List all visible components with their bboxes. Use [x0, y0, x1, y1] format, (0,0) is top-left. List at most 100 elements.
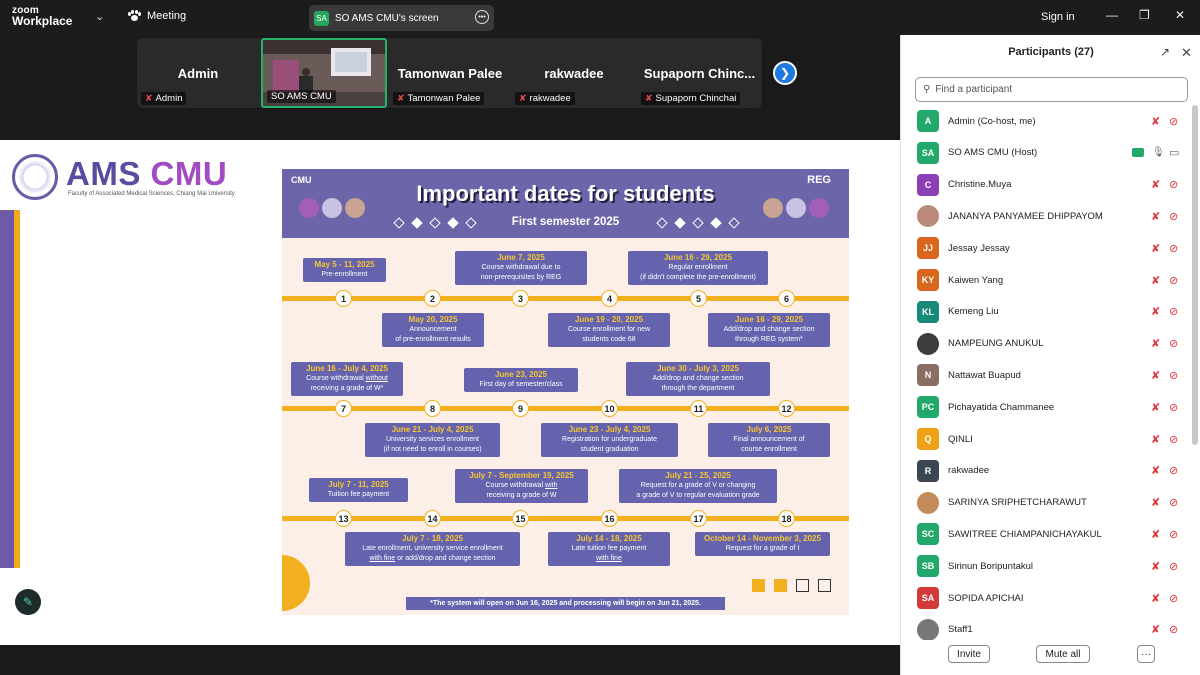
- video-off-icon[interactable]: ⊘: [1169, 338, 1179, 351]
- video-off-icon[interactable]: ⊘: [1169, 624, 1179, 637]
- event-date: June 23 - July 4, 2025: [568, 425, 651, 434]
- mic-off-icon[interactable]: ✘: [1151, 338, 1161, 351]
- participant-name: Kemeng Liu: [948, 306, 999, 318]
- mic-off-icon[interactable]: ✘: [1151, 274, 1161, 287]
- event-box: June 16 - 29, 2025 Add/drop and change s…: [708, 313, 830, 347]
- mic-off-icon[interactable]: ✘: [1151, 560, 1161, 573]
- share-title: SO AMS CMU's screen: [335, 12, 439, 24]
- event-date: July 7 - 11, 2025: [328, 480, 389, 489]
- mute-all-button[interactable]: Mute all: [1036, 645, 1090, 663]
- more-options-button[interactable]: ···: [1137, 645, 1155, 663]
- decor-square: [818, 579, 831, 592]
- video-off-icon[interactable]: ⊘: [1169, 497, 1179, 510]
- mic-off-icon[interactable]: ✘: [1151, 401, 1161, 414]
- event-box: May 20, 2025 Announcement of pre-enrollm…: [382, 313, 484, 347]
- mic-off-icon[interactable]: ✘: [1151, 210, 1161, 223]
- mic-off-icon[interactable]: ✘: [1151, 497, 1161, 510]
- video-off-icon[interactable]: ⊘: [1169, 274, 1179, 287]
- close-icon[interactable]: ✕: [1175, 8, 1186, 22]
- video-off-icon[interactable]: ⊘: [1169, 179, 1179, 192]
- tile-label-text: rakwadee: [529, 93, 571, 104]
- participant-search-input[interactable]: ⚲ Find a participant: [915, 77, 1188, 102]
- close-panel-icon[interactable]: ✕: [1181, 45, 1192, 60]
- more-options-icon[interactable]: •••: [475, 10, 489, 24]
- mic-off-icon[interactable]: ✘: [1151, 592, 1161, 605]
- sign-in-link[interactable]: Sign in: [1041, 11, 1075, 23]
- mic-off-icon[interactable]: ✘: [1151, 528, 1161, 541]
- event-date: June 7, 2025: [497, 253, 545, 262]
- timeline-row-3: [282, 516, 849, 521]
- mic-off-icon[interactable]: ✘: [1151, 115, 1161, 128]
- video-off-icon[interactable]: ⊘: [1169, 433, 1179, 446]
- screen-share-indicator[interactable]: SA SO AMS CMU's screen •••: [309, 5, 494, 31]
- video-off-icon[interactable]: ⊘: [1169, 465, 1179, 478]
- mic-off-icon[interactable]: ✘: [1151, 369, 1161, 382]
- participant-avatar: A: [917, 110, 939, 132]
- event-date: June 23, 2025: [494, 370, 548, 379]
- annotate-pen-button[interactable]: ✎: [15, 589, 41, 615]
- video-on-icon[interactable]: ▭: [1169, 147, 1180, 160]
- video-tile-active-speaker[interactable]: SO AMS CMU: [261, 38, 387, 108]
- participant-row[interactable]: SARINYA SRIPHETCHARAWUT✘⊘: [901, 487, 1200, 519]
- mic-off-icon[interactable]: ✘: [1151, 433, 1161, 446]
- meeting-label: Meeting: [147, 10, 187, 22]
- video-off-icon[interactable]: ⊘: [1169, 560, 1179, 573]
- participant-row[interactable]: NAMPEUNG ANUKUL✘⊘: [901, 328, 1200, 360]
- mic-off-icon[interactable]: ✘: [1151, 242, 1161, 255]
- video-off-icon[interactable]: ⊘: [1169, 210, 1179, 223]
- next-page-button[interactable]: ❯: [773, 61, 797, 85]
- participant-row[interactable]: JANANYA PANYAMEE DHIPPAYOM✘⊘: [901, 200, 1200, 232]
- decor-square: [774, 579, 787, 592]
- event-box: July 14 - 18, 2025 Late tuition fee paym…: [548, 532, 670, 566]
- mic-off-icon[interactable]: ✘: [1151, 465, 1161, 478]
- timeline-node: 14: [424, 510, 441, 527]
- event-date: July 7 - September 19, 2025: [469, 471, 574, 480]
- participant-avatar: [917, 332, 939, 355]
- video-off-icon[interactable]: ⊘: [1169, 369, 1179, 382]
- mic-off-icon[interactable]: ✘: [1151, 179, 1161, 192]
- event-date: May 20, 2025: [408, 315, 458, 324]
- mic-on-icon[interactable]: 🎙: [1152, 147, 1165, 159]
- video-off-icon[interactable]: ⊘: [1169, 401, 1179, 414]
- event-text: Course withdrawal due to: [481, 264, 561, 271]
- video-tile[interactable]: Admin ✘Admin: [137, 38, 259, 108]
- tile-name: Admin: [177, 66, 219, 81]
- video-off-icon[interactable]: ⊘: [1169, 242, 1179, 255]
- timeline-row-2: [282, 406, 849, 411]
- video-off-icon[interactable]: ⊘: [1169, 592, 1179, 605]
- video-tile[interactable]: rakwadee ✘rakwadee: [511, 38, 637, 108]
- pop-out-icon[interactable]: ↗: [1160, 45, 1171, 59]
- meeting-menu[interactable]: Meeting: [128, 10, 186, 22]
- chevron-right-icon: ❯: [779, 66, 791, 80]
- video-off-icon[interactable]: ⊘: [1169, 306, 1179, 319]
- participant-list-scrollbar[interactable]: [1192, 105, 1198, 445]
- participant-row[interactable]: Staff1✘⊘: [901, 614, 1200, 640]
- event-text: Request for a grade of I: [725, 545, 800, 552]
- mic-off-icon[interactable]: ✘: [1151, 306, 1161, 319]
- restore-icon[interactable]: ❐: [1139, 8, 1150, 22]
- video-off-icon[interactable]: ⊘: [1169, 115, 1179, 128]
- zoom-workplace-logo[interactable]: zoom Workplace: [12, 5, 72, 27]
- video-tile[interactable]: Tamonwan Palee ✘Tamonwan Palee: [389, 38, 511, 108]
- invite-button[interactable]: Invite: [948, 645, 990, 663]
- university-seal-icon: [12, 154, 58, 200]
- video-off-icon[interactable]: ⊘: [1169, 528, 1179, 541]
- mic-off-icon[interactable]: ✘: [1151, 624, 1161, 637]
- chevron-down-icon[interactable]: ⌄: [95, 11, 105, 23]
- event-box: July 7 - 18, 2025 Late enrollment, unive…: [345, 532, 520, 566]
- minimize-icon[interactable]: —: [1106, 8, 1118, 22]
- video-tile[interactable]: Supaporn Chinc... ✘Supaporn Chinchai: [637, 38, 762, 108]
